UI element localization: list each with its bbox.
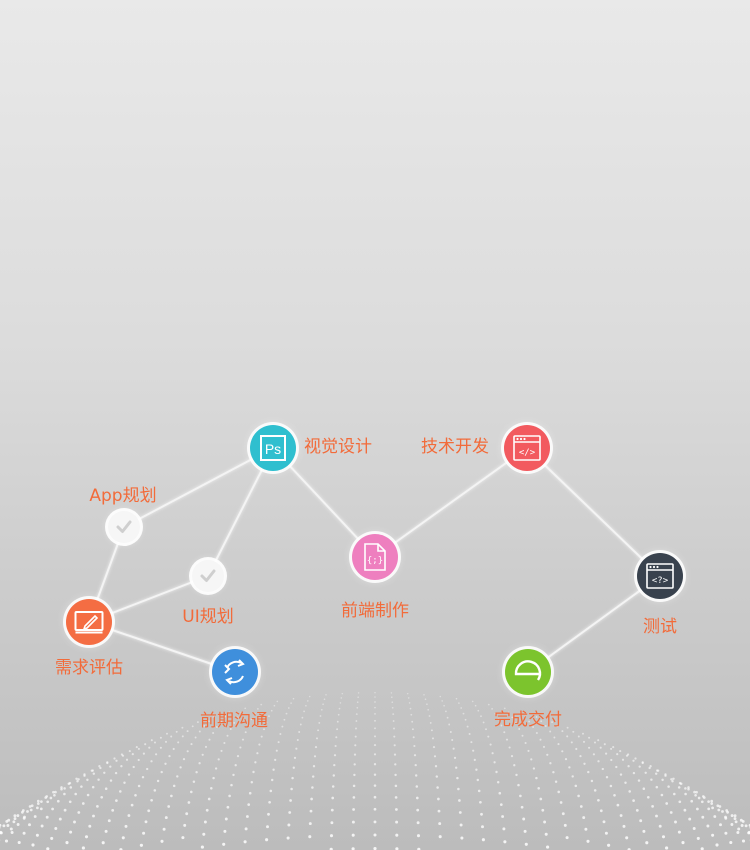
edge-ui-shijue	[207, 447, 274, 577]
photoshop-icon: Ps	[259, 434, 287, 462]
kaifa-label: 技术开发	[421, 437, 489, 457]
goutong-node[interactable]	[212, 649, 258, 695]
edge-ceshi-jiaofu	[527, 575, 661, 673]
delivery-e-icon	[511, 655, 545, 689]
qianduan-label: 前端制作	[341, 601, 409, 621]
xuqiu-label: 需求评估	[55, 658, 123, 678]
ceshi-label: 测试	[643, 617, 677, 637]
app-label: App规划	[89, 486, 157, 506]
connection-lines	[88, 447, 661, 673]
jiaofu-label: 完成交付	[494, 710, 562, 730]
checkmark-icon	[199, 567, 217, 585]
ui-label: UI规划	[182, 607, 234, 627]
shijue-node[interactable]: Ps	[250, 425, 296, 471]
edge-kaifa-ceshi	[526, 447, 661, 577]
edge-app-shijue	[123, 447, 274, 528]
ceshi-node[interactable]: <?>	[637, 553, 683, 599]
refresh-arrows-icon	[219, 656, 251, 688]
svg-text:{;}: {;}	[367, 556, 383, 566]
svg-text:</>: </>	[519, 448, 536, 458]
app-node[interactable]	[108, 511, 140, 543]
kaifa-node[interactable]: </>	[504, 425, 550, 471]
edge-xuqiu-goutong	[88, 621, 236, 673]
code-window-icon: </>	[512, 434, 542, 462]
ui-node[interactable]	[192, 560, 224, 592]
xuqiu-node[interactable]	[66, 599, 112, 645]
test-window-icon: <?>	[645, 562, 675, 590]
svg-text:Ps: Ps	[265, 441, 281, 457]
checkmark-icon	[115, 518, 133, 536]
qianduan-node[interactable]: {;}	[352, 534, 398, 580]
code-file-icon: {;}	[362, 542, 388, 572]
goutong-label: 前期沟通	[200, 711, 268, 731]
jiaofu-node[interactable]	[505, 649, 551, 695]
edge-shijue-qianduan	[272, 447, 376, 558]
shijue-label: 视觉设计	[304, 437, 372, 457]
dotted-globe-background	[0, 691, 750, 850]
edge-qianduan-kaifa	[374, 447, 528, 558]
tablet-pen-icon	[74, 610, 104, 634]
svg-text:<?>: <?>	[652, 576, 669, 586]
